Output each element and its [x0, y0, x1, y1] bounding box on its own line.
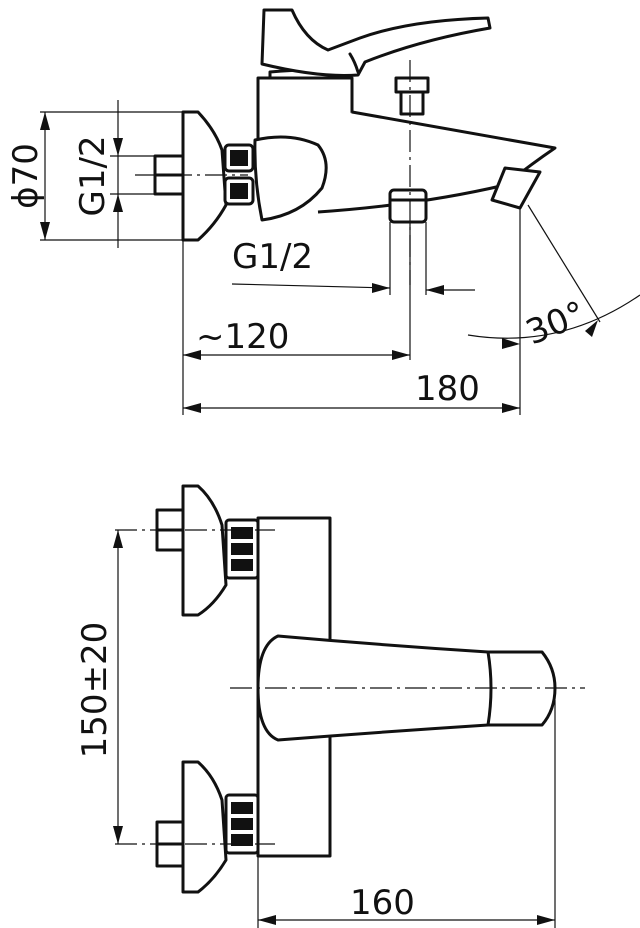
- side-lever-handle: [260, 8, 492, 78]
- dim-120-arrow-left: [183, 350, 201, 360]
- dim-180-arrow-right: [502, 403, 520, 413]
- front-upper-hex: [224, 518, 260, 580]
- front-lower-hex: [224, 793, 260, 855]
- dim-g12h-leader-left: [231, 283, 391, 289]
- dim-phi70-arrow-bottom: [40, 222, 50, 240]
- side-view: ϕ70 G1/2 G1/2 ~120 180 30°: [6, 8, 640, 415]
- dim-phi70-label: ϕ70: [6, 143, 46, 209]
- dim-angle-arc: [467, 294, 640, 339]
- dim-150-arrow-bottom: [113, 826, 123, 844]
- dim-150-arrow-top: [113, 530, 123, 548]
- front-lower-flange: [181, 760, 228, 894]
- dim-g12h-label: G1/2: [232, 237, 313, 277]
- dim-g12h-arrow-right: [426, 285, 444, 295]
- dim-160-arrow-right: [537, 915, 555, 925]
- side-eccentric-hex: [223, 143, 255, 206]
- dim-120-arrow-right: [392, 350, 410, 360]
- dim-g12v-arrow-bottom: [113, 194, 123, 212]
- dim-160-arrow-left: [258, 915, 276, 925]
- dim-angle-arrow-right: [585, 320, 598, 337]
- dim-angle-label: 30°: [520, 294, 591, 354]
- dim-g12v-label: G1/2: [73, 135, 113, 216]
- front-upper-flange: [181, 484, 228, 617]
- side-mixer-body: [253, 135, 328, 222]
- dim-g12v-arrow-top: [113, 138, 123, 156]
- side-diverter-knob: [394, 76, 430, 116]
- dim-phi70-arrow-top: [40, 112, 50, 130]
- dim-160-label: 160: [350, 883, 415, 923]
- dim-120-label: ~120: [196, 317, 289, 357]
- side-lever-detail: [348, 52, 360, 74]
- side-wall-flange: [181, 110, 228, 242]
- ext-angle-line: [527, 204, 601, 323]
- dim-angle-arrow-left: [502, 338, 520, 349]
- front-view: 150±20 160: [75, 484, 585, 928]
- dim-g12h-arrow-left: [372, 283, 390, 293]
- side-shower-outlet: [388, 188, 428, 224]
- dim-180-label: 180: [415, 369, 480, 409]
- dim-180-arrow-left: [183, 403, 201, 413]
- dim-150-label: 150±20: [75, 622, 115, 759]
- side-body-column: [256, 76, 354, 140]
